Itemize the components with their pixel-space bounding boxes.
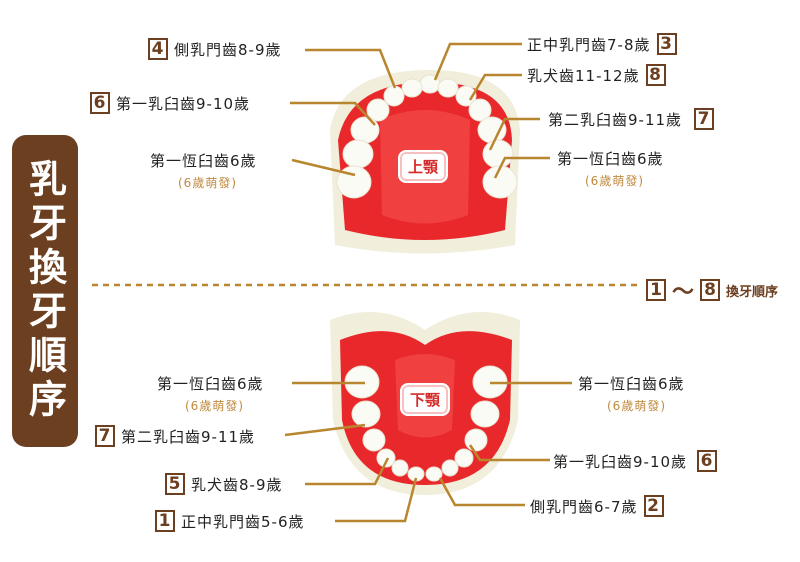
label-upper-second-molar: 第二乳臼齒9-11歲 7 xyxy=(548,108,715,130)
order-number-badge: 7 xyxy=(95,425,115,447)
order-number-badge: 5 xyxy=(165,473,185,495)
sub-upper-right: (6歲萌發) xyxy=(585,174,644,188)
label-lower-second-molar: 7 第二乳臼齒9-11歲 xyxy=(95,425,255,447)
label-text: 正中乳門齒7-8歲 xyxy=(527,35,651,54)
label-text: 第一恆臼齒6歲 xyxy=(150,152,257,170)
label-text: 第一恆臼齒6歲 xyxy=(157,375,264,393)
legend-tilde: ～ xyxy=(672,280,695,305)
sub-lower-left: (6歲萌發) xyxy=(185,399,244,413)
label-lower-right-permanent-molar: 第一恆臼齒6歲 xyxy=(578,373,685,394)
order-number-badge: 1 xyxy=(155,510,175,532)
legend-text: 換牙順序 xyxy=(726,284,779,300)
lower-jaw-tag: 下顎 xyxy=(400,383,451,416)
label-upper-right-permanent-molar: 第一恆臼齒6歲 xyxy=(557,148,664,169)
label-lower-central-incisor: 1 正中乳門齒5-6歲 xyxy=(155,510,305,532)
sub-lower-right: (6歲萌發) xyxy=(607,399,666,413)
label-text: 乳犬齒11-12歲 xyxy=(527,66,640,85)
order-number-badge: 6 xyxy=(90,92,110,114)
upper-teeth xyxy=(336,74,518,199)
label-text: 第一恆臼齒6歲 xyxy=(578,375,685,393)
legend-to: 8 xyxy=(700,279,721,301)
title-banner: 乳牙換牙順序 xyxy=(12,135,78,447)
label-text: 第二乳臼齒9-11歲 xyxy=(121,427,256,446)
label-text: 側乳門齒6-7歲 xyxy=(530,497,638,516)
sub-upper-left: (6歲萌發) xyxy=(178,176,237,190)
label-lower-left-permanent-molar: 第一恆臼齒6歲 xyxy=(157,373,264,394)
legend: 1 ～8 換牙順序 xyxy=(646,274,778,306)
label-text: 乳犬齒8-9歲 xyxy=(191,475,283,494)
label-text: 第一恆臼齒6歲 xyxy=(557,150,664,168)
order-number-badge: 4 xyxy=(148,38,168,60)
label-upper-first-molar: 6 第一乳臼齒9-10歲 xyxy=(90,92,250,114)
leader-lines xyxy=(284,42,572,523)
label-text: 第二乳臼齒9-11歲 xyxy=(548,110,683,129)
legend-from: 1 xyxy=(646,279,666,301)
order-number-badge: 3 xyxy=(656,33,677,55)
label-text: 側乳門齒8-9歲 xyxy=(174,40,282,59)
label-upper-left-permanent-molar: 第一恆臼齒6歲 xyxy=(150,150,257,171)
order-number-badge: 6 xyxy=(697,450,718,472)
label-lower-first-molar: 第一乳臼齒9-10歲 6 xyxy=(553,450,718,472)
label-text: 正中乳門齒5-6歲 xyxy=(181,512,305,531)
label-lower-canine: 5 乳犬齒8-9歲 xyxy=(165,473,283,495)
label-upper-canine: 乳犬齒11-12歲 8 xyxy=(527,64,666,86)
order-number-badge: 7 xyxy=(694,108,715,130)
label-upper-central-incisor: 正中乳門齒7-8歲 3 xyxy=(527,33,677,55)
title: 乳牙換牙順序 xyxy=(22,159,67,423)
label-text: 第一乳臼齒9-10歲 xyxy=(116,94,251,113)
upper-jaw-tag: 上顎 xyxy=(398,150,449,183)
order-number-badge: 8 xyxy=(645,64,666,86)
label-text: 第一乳臼齒9-10歲 xyxy=(553,452,688,471)
label-lower-lateral-incisor: 側乳門齒6-7歲 2 xyxy=(530,495,664,517)
label-upper-lateral-incisor: 4 側乳門齒8-9歲 xyxy=(148,38,282,60)
order-number-badge: 2 xyxy=(643,495,664,517)
